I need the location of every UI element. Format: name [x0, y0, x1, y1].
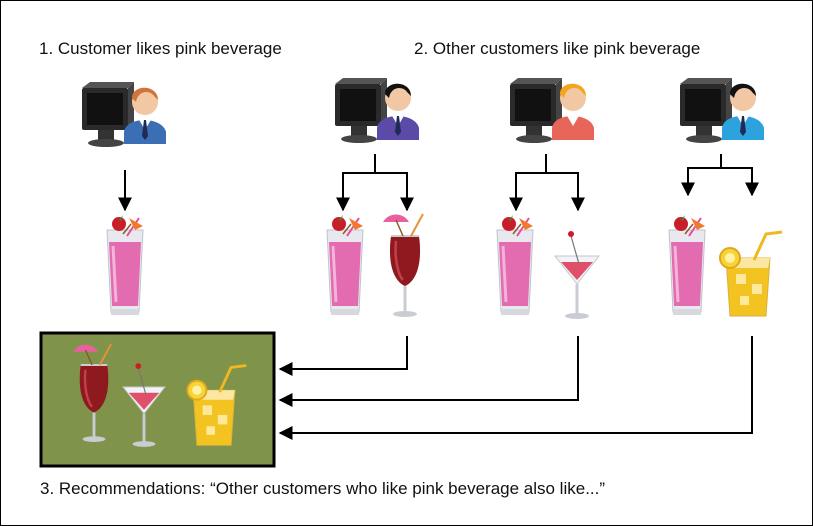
pink-beverage-icon [105, 213, 145, 317]
pink-beverage-icon [495, 213, 535, 317]
other-customer-2-branch-arrows [509, 154, 585, 212]
other-customer-3-branch-arrows [681, 154, 759, 197]
return-arrow-icon [278, 336, 408, 376]
step-2-caption: 2. Other customers like pink beverage [414, 39, 701, 58]
return-arrow-icon [278, 336, 579, 407]
other-customer-1-branch-arrows [336, 154, 414, 212]
return-arrow-icon [278, 336, 753, 440]
step-1-caption: 1. Customer likes pink beverage [39, 39, 282, 58]
other-customer-2-computer-user-icon [510, 78, 594, 143]
other-customer-3-computer-user-icon [680, 78, 764, 143]
step-3-caption: 3. Recommendations: “Other customers who… [40, 479, 606, 498]
pink-beverage-icon [325, 213, 365, 317]
pink-beverage-icon [667, 213, 707, 317]
customer-computer-user-icon [82, 82, 166, 147]
recommendation-panel [39, 331, 276, 468]
other-customer-1-computer-user-icon [335, 78, 419, 143]
